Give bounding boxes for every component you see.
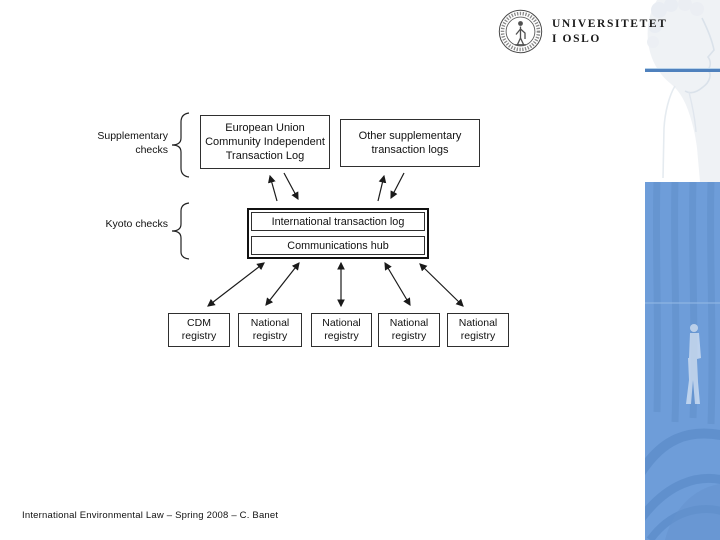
national-registry-box: National registry [238,313,302,347]
arrow [207,262,265,307]
arrow [390,172,405,200]
uio-seal-icon [498,9,543,54]
arrow [283,172,299,201]
blue-side-panel [645,182,720,540]
arrow [384,261,411,307]
slide-footer: International Environmental Law – Spring… [22,510,279,521]
national-registry-box: National registry [311,313,372,347]
right-decor-column [645,0,720,540]
blue-panel-artwork [645,182,720,540]
arrow [268,174,278,202]
horizontal-divider-line [645,68,720,72]
communications-hub-cell: Communications hub [251,236,425,255]
university-name: UNIVERSITETET I OSLO [552,18,668,45]
supplementary-checks-label: Supplementary checks [97,130,168,157]
cdm-registry-box: CDM registry [168,313,230,347]
kyoto-checks-label: Kyoto checks [105,218,168,230]
arrow [265,262,300,306]
eu-citl-box: European Union Community Independent Tra… [200,115,330,169]
arrow [419,263,464,307]
itl-hub-box: International transaction log Communicat… [247,208,429,259]
uio-logo: UNIVERSITETET I OSLO [498,9,667,54]
national-registry-box: National registry [447,313,509,347]
brace-kyoto [171,202,190,260]
apollo-statue-sketch-image [647,0,720,182]
arrow [377,174,387,202]
international-transaction-log-cell: International transaction log [251,212,425,231]
brace-supplementary [171,112,190,178]
other-supplementary-logs-box: Other supplementary transaction logs [340,119,480,167]
national-registry-box: National registry [378,313,440,347]
